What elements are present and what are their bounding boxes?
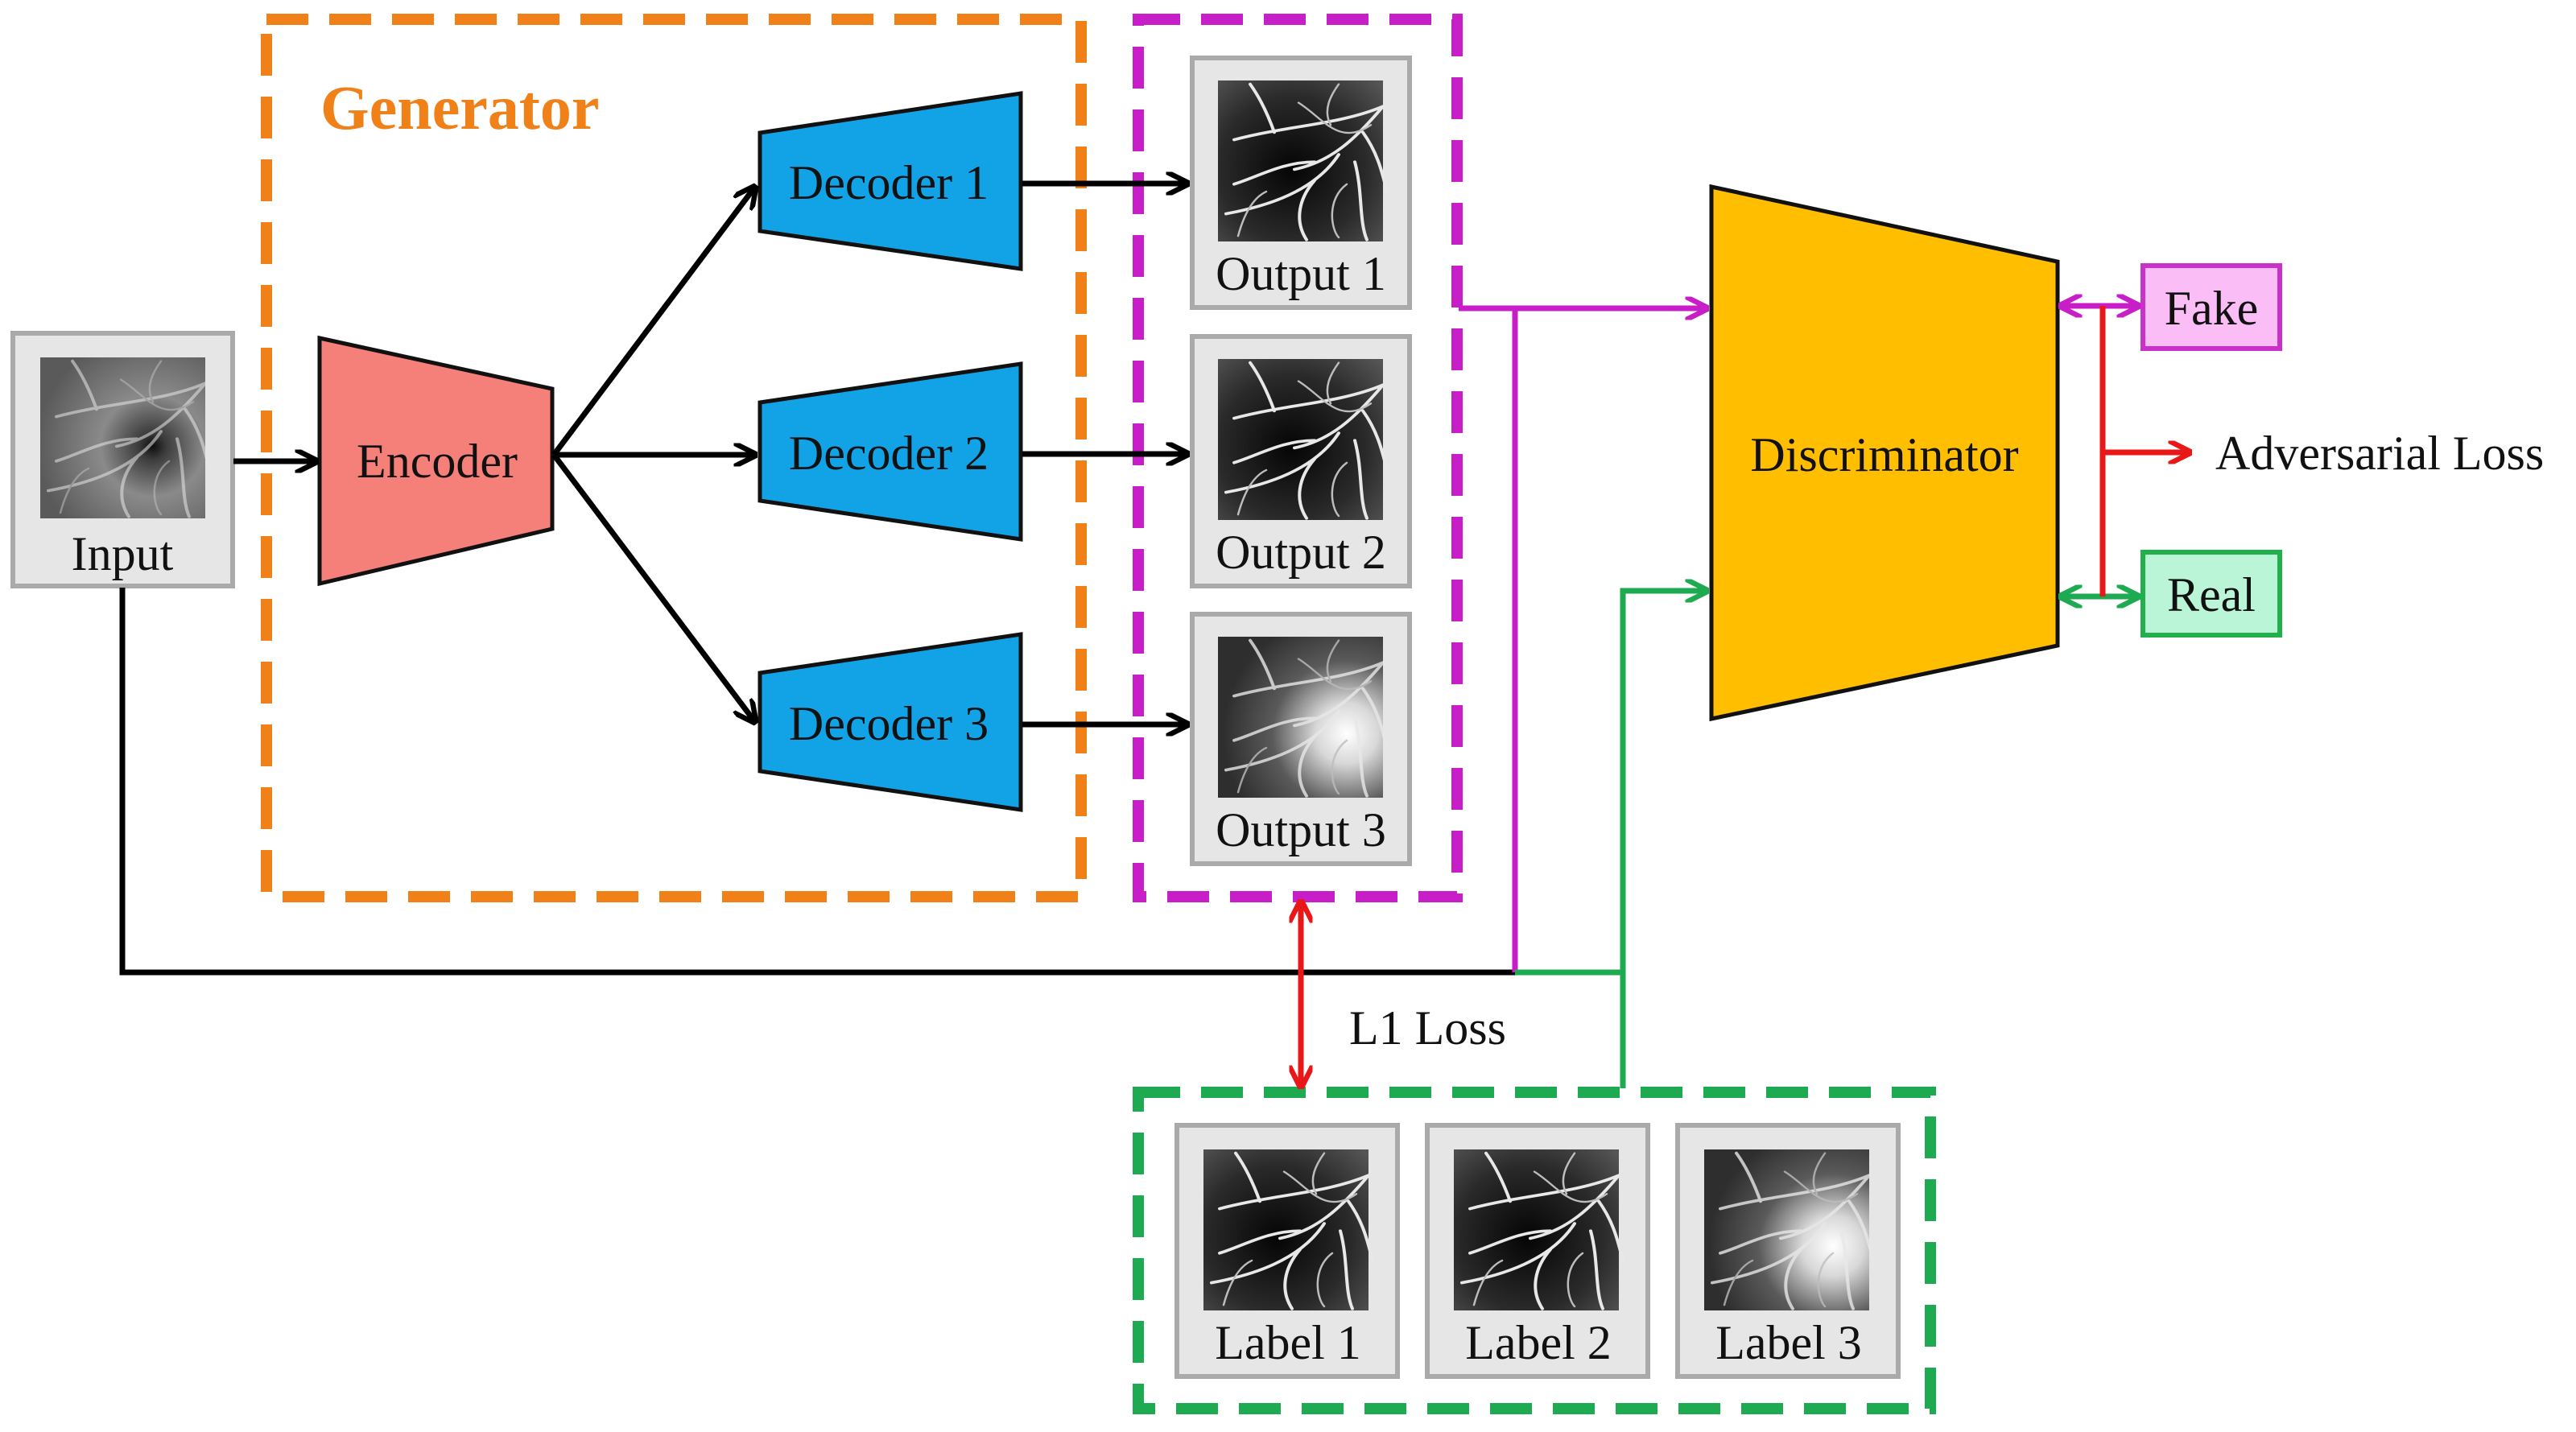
output-label-3: Output 3 xyxy=(1216,803,1386,856)
real-path-lines xyxy=(1515,591,2138,1088)
decoder-label-2: Decoder 2 xyxy=(789,427,989,480)
real-box: Real xyxy=(2140,550,2282,638)
decoder-block-3: Decoder 3 xyxy=(758,632,1023,812)
output-image-3: Output 3 xyxy=(1190,612,1412,866)
decoder-block-1: Decoder 1 xyxy=(758,91,1023,271)
discriminator-label: Discriminator xyxy=(1750,428,2018,481)
label-text-2: Label 2 xyxy=(1465,1316,1612,1369)
output-group-border xyxy=(1133,14,1463,902)
generator-title: Generator xyxy=(320,72,600,142)
encoder-to-decoder3-arrow xyxy=(551,452,755,722)
fake-label: Fake xyxy=(2165,282,2259,335)
label-text-3: Label 3 xyxy=(1715,1316,1862,1369)
l1-loss-label: L1 Loss xyxy=(1349,1001,1506,1054)
fake-path-lines xyxy=(1459,306,2138,972)
input-image: Input xyxy=(10,331,235,588)
loss-arrows xyxy=(1301,306,2190,1087)
label-text-1: Label 1 xyxy=(1215,1316,1361,1369)
input-skip-connection-line xyxy=(119,588,1515,976)
discriminator-block: Discriminator xyxy=(1709,184,2060,722)
fake-box: Fake xyxy=(2140,263,2282,351)
output-label-1: Output 1 xyxy=(1216,247,1386,300)
encoder-to-decoder1-arrow xyxy=(551,187,755,457)
real-label: Real xyxy=(2167,568,2256,621)
encoder-label: Encoder xyxy=(357,435,518,488)
label-image-3: Label 3 xyxy=(1675,1123,1901,1379)
generator-flow-arrows xyxy=(119,184,1515,976)
decoder-label-3: Decoder 3 xyxy=(789,697,989,750)
label-image-2: Label 2 xyxy=(1425,1123,1650,1379)
labels-to-discriminator-arrow xyxy=(1620,591,1707,1088)
label-group-border xyxy=(1133,1087,1936,1414)
input-label: Input xyxy=(72,527,174,580)
output-image-2: Output 2 xyxy=(1190,334,1412,588)
label-image-1: Label 1 xyxy=(1174,1123,1400,1379)
decoder-label-1: Decoder 1 xyxy=(789,156,989,209)
output-label-2: Output 2 xyxy=(1216,526,1386,579)
decoder-block-2: Decoder 2 xyxy=(758,361,1023,542)
adversarial-loss-label: Adversarial Loss xyxy=(2215,427,2544,480)
generator-group-border xyxy=(261,14,1087,902)
output-image-1: Output 1 xyxy=(1190,56,1412,310)
encoder-block: Encoder xyxy=(317,335,555,587)
